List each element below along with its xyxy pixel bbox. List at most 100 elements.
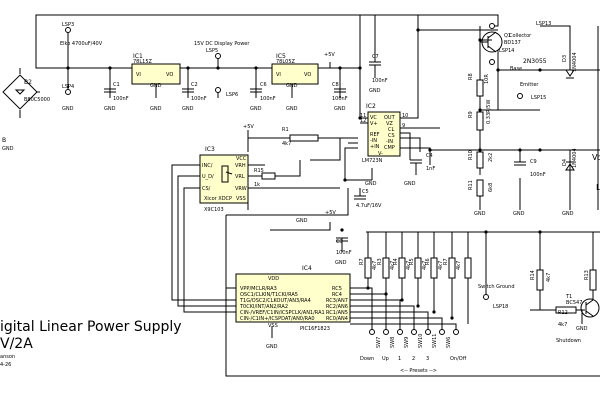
- svg-text:GND: GND: [286, 106, 298, 112]
- bridge-cut-label: B: [2, 137, 6, 144]
- svg-text:SW11: SW11: [432, 334, 438, 348]
- svg-text:R9: R9: [468, 111, 474, 118]
- bridge-ref: B2: [24, 79, 32, 86]
- svg-text:4k7: 4k7: [546, 273, 552, 282]
- svg-text:GND: GND: [335, 260, 347, 266]
- svg-text:100nF: 100nF: [260, 96, 276, 102]
- svg-text:T0CKI/INT/AN2/RA2: T0CKI/INT/AN2/RA2: [239, 304, 288, 310]
- q1-ref: Q1: [504, 33, 511, 39]
- ic1-regulator: VI VO GND IC1 78L15Z: [131, 53, 181, 89]
- svg-text:11: 11: [360, 113, 366, 119]
- ic2-lm723: IC2 LM723N VC V+ REF -IN +IN OUT VZ CL C…: [360, 103, 408, 164]
- svg-text:RC1/AN5: RC1/AN5: [326, 310, 348, 316]
- svg-text:1k: 1k: [254, 182, 260, 188]
- q1-value: BD137: [504, 40, 521, 46]
- presets-label: <-- Presets -->: [400, 368, 437, 374]
- svg-text:GND: GND: [250, 106, 262, 112]
- svg-text:GND: GND: [562, 211, 574, 217]
- svg-text:VSS: VSS: [236, 196, 246, 202]
- ic3-digipot: IC3 INC/ U_D/ CS/ VCC VRH VRL VRW VSS Xi…: [199, 146, 249, 213]
- elko-label: Elko 4700uF/40V: [60, 41, 103, 47]
- svg-text:T1G/OSC2/CLKOUT/AN3/RA4: T1G/OSC2/CLKOUT/AN3/RA4: [239, 298, 311, 304]
- svg-text:V+: V+: [370, 121, 378, 127]
- emitter-label: Emitter: [520, 82, 539, 88]
- svg-text:100nF: 100nF: [336, 250, 352, 256]
- svg-text:VSS: VSS: [268, 323, 278, 329]
- svg-text:CS: CS: [388, 133, 395, 139]
- junction-dots: [66, 28, 542, 320]
- plus5v-2: +5V: [243, 124, 254, 130]
- svg-text:GND: GND: [513, 211, 525, 217]
- svg-text:OUT: OUT: [384, 115, 396, 121]
- svg-text:4k7: 4k7: [390, 261, 396, 270]
- svg-text:R4: R4: [393, 258, 399, 265]
- tr-2n3055: 2N3055: [523, 58, 547, 65]
- svg-text:GND: GND: [266, 344, 278, 350]
- svg-text:VI: VI: [136, 72, 141, 78]
- svg-text:1N4004: 1N4004: [572, 52, 578, 72]
- svg-text:R1: R1: [282, 127, 289, 133]
- collector-label: Collector: [509, 33, 532, 39]
- wires: [4, 14, 600, 377]
- ic3-ref: IC3: [205, 146, 215, 153]
- svg-text:GND: GND: [182, 106, 194, 112]
- svg-text:OSC1/CLKIN/T1CKI/RA5: OSC1/CLKIN/T1CKI/RA5: [240, 292, 298, 298]
- t1-value: BC547: [566, 300, 582, 306]
- svg-text:4.7uF/16V: 4.7uF/16V: [356, 203, 382, 209]
- svg-text:SW8: SW8: [390, 337, 396, 348]
- svg-text:C5: C5: [362, 189, 369, 195]
- svg-text:VRW: VRW: [235, 186, 247, 192]
- ic3-package: X9C103: [204, 207, 224, 213]
- svg-text:D4: D4: [562, 159, 568, 166]
- svg-text:D3: D3: [562, 55, 568, 62]
- svg-text:CIN-/VREF/C1IN/ICSPCLK/AN1/RA1: CIN-/VREF/C1IN/ICSPCLK/AN1/RA1: [240, 310, 325, 316]
- svg-text:RC0/AN4: RC0/AN4: [326, 316, 348, 322]
- svg-text:SW10: SW10: [418, 334, 424, 348]
- svg-text:GND: GND: [576, 326, 588, 332]
- svg-text:R6: R6: [425, 258, 431, 265]
- svg-text:C7: C7: [372, 54, 379, 60]
- svg-text:GND: GND: [369, 88, 381, 94]
- svg-text:V-: V-: [378, 151, 383, 157]
- svg-text:U_D/: U_D/: [202, 174, 214, 180]
- svg-text:3: 3: [426, 356, 429, 362]
- lsp3-label: LSP3: [62, 22, 74, 28]
- l-cut-label: L: [596, 183, 600, 192]
- svg-text:4k7: 4k7: [456, 261, 462, 270]
- svg-text:100nF: 100nF: [332, 96, 348, 102]
- capacitors: C1 100nF C2 100nF C6 100nF C8 100nF C7 1…: [104, 54, 546, 256]
- svg-text:VRH: VRH: [235, 163, 246, 169]
- svg-text:R11: R11: [468, 180, 474, 190]
- svg-text:10R: 10R: [484, 74, 490, 84]
- svg-text:C1: C1: [113, 82, 120, 88]
- svg-text:GND: GND: [365, 181, 377, 187]
- svg-text:VRL: VRL: [235, 174, 245, 180]
- svg-text:RC2/AN6: RC2/AN6: [326, 304, 348, 310]
- svg-text:R5: R5: [409, 258, 415, 265]
- title-line1: igital Linear Power Supply: [0, 319, 182, 335]
- svg-text:100nF: 100nF: [191, 96, 207, 102]
- svg-text:C2: C2: [191, 82, 198, 88]
- svg-text:VZ: VZ: [386, 121, 393, 127]
- svg-text:REF: REF: [370, 132, 380, 138]
- svg-text:INC/: INC/: [202, 163, 213, 169]
- svg-text:C4: C4: [426, 153, 433, 159]
- svg-text:R7: R7: [359, 258, 365, 265]
- svg-text:GND: GND: [286, 83, 298, 89]
- svg-text:1nF: 1nF: [426, 166, 435, 172]
- title-block: igital Linear Power Supply V/2A anson 4-…: [0, 319, 182, 368]
- svg-text:1: 1: [398, 356, 401, 362]
- svg-text:R12: R12: [558, 310, 568, 316]
- base-label: Base: [510, 66, 522, 72]
- svg-text:CIN-/C1IN+/ICSPDAT/AN0/RA0: CIN-/C1IN+/ICSPDAT/AN0/RA0: [240, 316, 315, 322]
- ic1-ref: IC1: [133, 53, 143, 60]
- lsp4-label: LSP4: [62, 84, 74, 90]
- svg-text:R3: R3: [377, 258, 383, 265]
- svg-text:4k7: 4k7: [372, 261, 378, 270]
- resistors: R1 4k7 R15 1k R8 10R R9 0.33R/5W R10 2k2…: [254, 73, 597, 328]
- ic4-value: PIC16F1823: [300, 326, 330, 332]
- svg-text:VO: VO: [304, 72, 311, 78]
- ic1-value: 78L15Z: [133, 59, 153, 65]
- svg-text:GND: GND: [150, 106, 162, 112]
